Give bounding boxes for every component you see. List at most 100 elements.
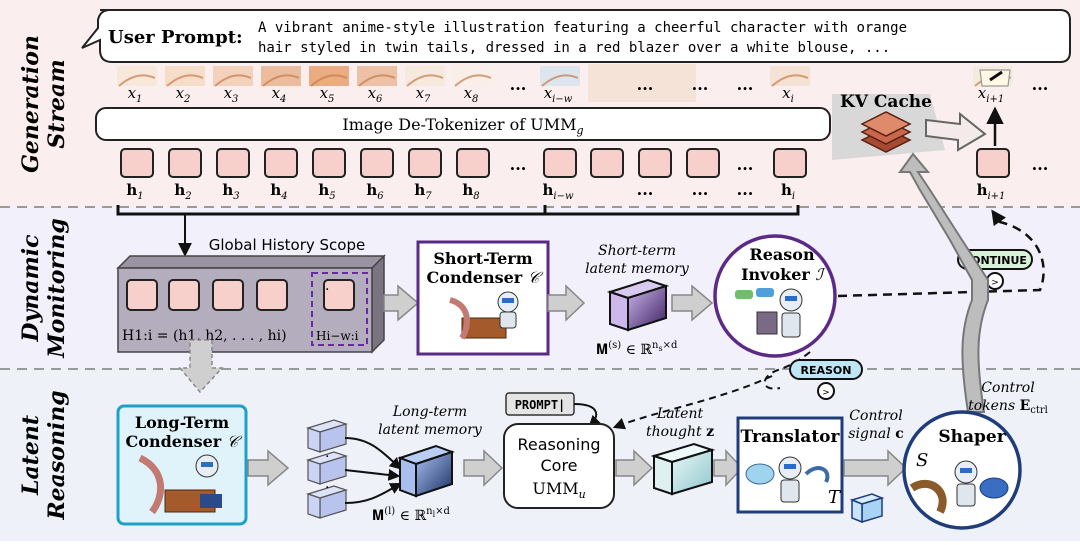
translator-title: Translator xyxy=(741,427,841,447)
svg-text:>: > xyxy=(991,278,999,288)
short-memory-label-1: Short-term xyxy=(598,243,676,259)
latent-thought-label-1: Latent xyxy=(656,406,704,422)
reason-invoker-title-2: Invoker ℐ xyxy=(741,265,825,284)
generated-image-thumb xyxy=(770,66,810,87)
robot-shaper-icon xyxy=(909,460,1009,514)
svg-text:>: > xyxy=(822,388,830,398)
history-token xyxy=(323,279,355,311)
anime-frame-large xyxy=(588,64,696,102)
hidden-state-token xyxy=(168,148,202,178)
ellipsis: ... xyxy=(692,75,709,94)
hidden-state-token xyxy=(408,148,442,178)
history-to-long-term-arrow xyxy=(178,339,224,394)
robot-loom-icon xyxy=(448,291,519,340)
shaper-title: Shaper xyxy=(938,427,1006,447)
image-label-11: xi+1 xyxy=(978,84,1004,105)
hidden-state-token xyxy=(120,148,154,178)
generated-image-thumb xyxy=(540,66,580,87)
memory-chunk-cube xyxy=(306,451,348,485)
generated-image-thumb xyxy=(213,66,253,87)
hidden-label-1: h1 xyxy=(126,181,143,202)
user-prompt-line-2: hair styled in twin tails, dressed in a … xyxy=(258,40,890,56)
section-title-generation: GenerationStream xyxy=(18,35,70,173)
long-memory-label-1: Long-term xyxy=(392,404,467,420)
reasoning-core-line-1: Reasoning xyxy=(517,435,600,454)
robot-invoker-icon xyxy=(735,288,803,338)
short-condenser-title-1: Short-Term xyxy=(433,249,532,268)
image-label-2: x2 xyxy=(176,84,191,105)
latent-thought-label-2: thought z xyxy=(646,424,714,440)
reason-toggle-icon xyxy=(817,382,835,400)
control-signal-label-2: signal c xyxy=(848,426,903,442)
generated-image-thumb xyxy=(165,66,205,87)
hidden-state-token xyxy=(360,148,394,178)
reasoning-core-box xyxy=(503,423,615,509)
hidden-state-token xyxy=(456,148,490,178)
generated-image-thumb xyxy=(453,66,493,87)
short-term-memory-cube xyxy=(606,278,670,332)
hidden-label-6: h6 xyxy=(366,181,384,202)
ellipsis: ... xyxy=(637,75,654,94)
reasoning-core-line-3: UMMu xyxy=(532,479,585,501)
hidden-label-3: h3 xyxy=(222,181,239,202)
ellipsis: ... xyxy=(510,75,527,94)
user-prompt-bubble xyxy=(81,9,1071,63)
kv-cache-label: KV Cache xyxy=(840,92,932,112)
shaper-symbol: S xyxy=(916,450,928,471)
history-formula: H1:i = (h1, h2, . . . , hi) xyxy=(122,328,287,344)
ellipsis: ... xyxy=(737,75,754,94)
hidden-state-token xyxy=(264,148,298,178)
svg-text:·: · xyxy=(325,449,329,465)
continue-badge-label: CONTINUE xyxy=(963,254,1027,267)
kv-cache-stack-icon xyxy=(860,111,912,153)
short-condenser-title-2: Condenser 𝒞 xyxy=(427,268,544,287)
image-detokenizer-box xyxy=(95,107,831,141)
image-label-6: x6 xyxy=(368,84,383,105)
reason-invoker-title-1: Reason xyxy=(749,245,815,264)
image-label-4: x4 xyxy=(272,84,287,105)
history-token xyxy=(126,279,158,311)
history-token-row xyxy=(126,279,355,311)
history-scope-title: Global History Scope xyxy=(209,236,365,254)
prompt-token-label: PROMPT| xyxy=(515,398,566,412)
kv-cache-arrow xyxy=(925,111,987,152)
reasoning-core-line-2: Core xyxy=(540,456,577,475)
svg-text:·: · xyxy=(325,282,329,298)
control-tokens-label-2: tokens Ectrl xyxy=(968,398,1048,416)
continue-path xyxy=(837,209,1045,298)
history-token xyxy=(168,279,200,311)
ellipsis: ... xyxy=(637,180,654,199)
control-signal-cube xyxy=(849,493,885,524)
ellipsis: ... xyxy=(737,180,754,199)
hidden-label-10: hi xyxy=(781,181,795,202)
reason-invoker-circle xyxy=(713,234,837,358)
hidden-label-5: h5 xyxy=(318,181,335,202)
ellipsis: ... xyxy=(1032,155,1049,174)
hidden-label-7: h7 xyxy=(414,181,432,202)
robot-translator-icon xyxy=(745,456,830,503)
ellipsis: ... xyxy=(510,155,527,174)
long-term-memory-cube xyxy=(397,444,455,498)
image-label-7: x7 xyxy=(416,84,431,105)
generated-image-thumb xyxy=(117,66,157,87)
hidden-state-token xyxy=(638,148,672,178)
hidden-state-token xyxy=(312,148,346,178)
hidden-label-2: h2 xyxy=(174,181,191,202)
control-tokens-label-1: Control xyxy=(981,380,1034,396)
reason-badge xyxy=(789,359,863,380)
svg-text:·: · xyxy=(325,480,329,496)
generated-image-thumb xyxy=(357,66,397,87)
translator-symbol: T xyxy=(828,487,842,508)
section-title-reasoning: LatentReasoning xyxy=(18,390,70,520)
hidden-state-token xyxy=(773,148,807,178)
history-bracket xyxy=(116,205,800,216)
image-label-3: x3 xyxy=(224,84,239,105)
ellipsis: ... xyxy=(737,155,754,174)
long-memory-label-2: latent memory xyxy=(378,422,483,438)
short-memory-label-2: latent memory xyxy=(585,261,690,277)
section-title-monitoring: DynamicMonitoring xyxy=(18,218,70,359)
hidden-label-9: hi−w xyxy=(542,181,573,202)
hidden-label-4: h4 xyxy=(270,181,287,202)
